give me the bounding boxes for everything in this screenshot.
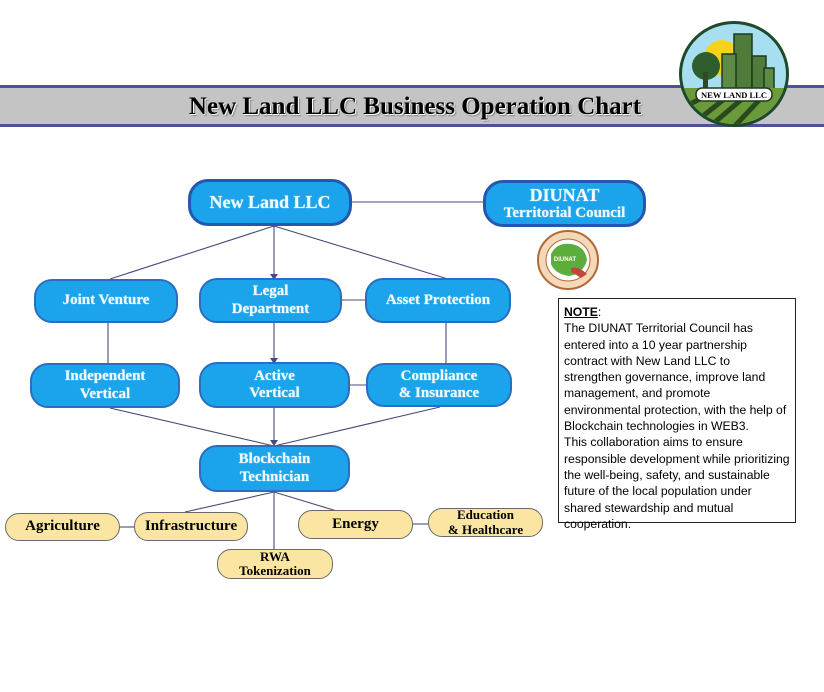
connector-independent-blockchain [109,407,275,447]
node-joint-venture[interactable]: Joint Venture [34,279,178,323]
partnership-note: NOTE: The DIUNAT Territorial Council has… [558,298,796,531]
logo-text: NEW LAND LLC [701,90,767,100]
page-title: New Land LLC Business Operation Chart [188,93,642,120]
arrowhead-icon [270,358,278,364]
node-label: Blockchain [238,451,311,468]
node-label: Education [456,507,515,523]
node-label: Technician [239,468,310,485]
node-label: Territorial Council [503,205,626,222]
connector-newland-asset [273,225,449,280]
connector-newland-jointventure [109,225,275,280]
node-label: Infrastructure [144,517,238,534]
node-label: Independent [64,368,146,385]
node-label: Compliance [400,367,478,384]
node-label: Agriculture [25,518,100,535]
node-label: Energy [332,515,379,532]
node-label: New Land LLC [209,192,331,213]
node-label: Asset Protection [385,291,491,308]
connector-blockchain-infrastructure [184,491,275,513]
node-independent-vertical[interactable]: Independent Vertical [30,363,180,408]
node-diunat-council[interactable]: DIUNAT Territorial Council [483,180,646,227]
node-label: Joint Venture [62,292,150,309]
note-paragraph-1: The DIUNAT Territorial Council has enter… [564,321,787,434]
arrowhead-icon [270,440,278,446]
node-new-land-llc[interactable]: New Land LLC [188,179,352,226]
node-label: RWA [260,548,290,564]
note-label: NOTE [564,305,598,319]
connector-compliance-blockchain [273,406,441,447]
node-label: DIUNAT [529,184,600,205]
node-agriculture[interactable]: Agriculture [5,513,120,541]
note-colon: : [597,305,602,319]
node-energy[interactable]: Energy [298,510,413,539]
node-label: Active [254,367,295,384]
node-label: Tokenization [239,563,311,578]
node-label: Legal [252,283,289,300]
node-education-healthcare[interactable]: Education & Healthcare [428,507,543,537]
seal-label: DIUNAT [554,257,577,263]
connector-blockchain-energy [273,491,341,513]
node-compliance-insurance[interactable]: Compliance & Insurance [366,363,512,407]
node-active-vertical[interactable]: Active Vertical [199,362,350,408]
note-paragraph-2: This collaboration aims to ensure respon… [564,435,790,531]
node-infrastructure[interactable]: Infrastructure [134,512,248,541]
node-rwa-tokenization[interactable]: RWA Tokenization [217,549,333,579]
node-legal-department[interactable]: Legal Department [199,278,342,323]
diunat-seal-icon: DIUNAT [537,230,599,290]
arrowhead-icon [270,274,278,280]
node-blockchain-technician[interactable]: Blockchain Technician [199,445,350,492]
node-label: Vertical [249,385,300,401]
new-land-logo-icon: NEW LAND LLC [679,21,789,127]
node-label: & Insurance [398,385,480,401]
node-label: & Healthcare [447,521,524,537]
node-label: Vertical [79,385,131,402]
node-label: Department [231,300,310,317]
node-asset-protection[interactable]: Asset Protection [365,278,511,323]
